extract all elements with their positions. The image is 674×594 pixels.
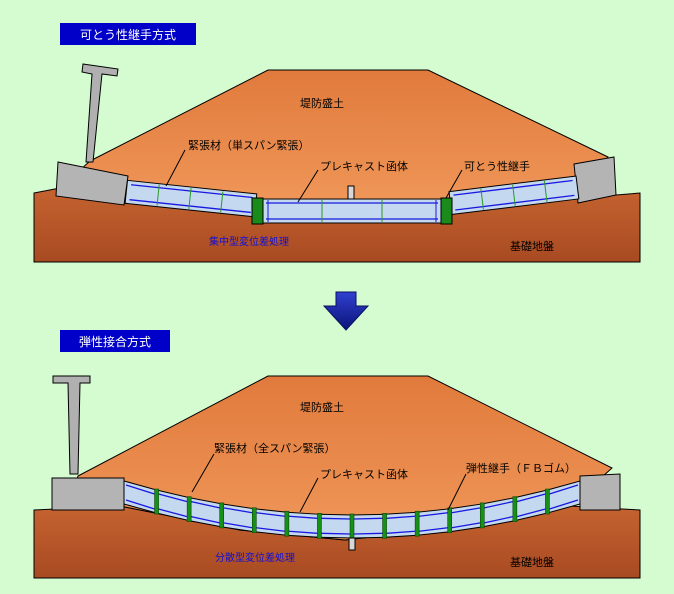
elastic-joint	[154, 488, 159, 515]
tendon-lower	[191, 516, 220, 524]
leader-joint-top	[445, 169, 463, 199]
joint-label-bottom: 弾性継手（ＦＢゴム）	[466, 461, 576, 475]
displacement-label-top: 集中型変位差処理	[209, 235, 289, 248]
flexible-joint-right-top	[440, 197, 453, 225]
abutment-left-top	[55, 161, 129, 206]
precast-box-left-top	[124, 179, 258, 218]
tendon-upper	[484, 501, 513, 509]
tendon-upper	[353, 517, 383, 520]
tendon-upper	[419, 512, 448, 517]
tendon-upper	[125, 484, 155, 495]
tendon-lower	[353, 532, 383, 535]
center-post-bottom	[348, 537, 356, 551]
gate-post-bottom	[52, 375, 91, 475]
tendon-upper	[223, 507, 253, 514]
method-badge-top	[60, 23, 196, 45]
tendon-label-top: 緊張材（単スパン緊張）	[188, 138, 310, 152]
elastic-joint	[512, 496, 518, 522]
tendon-lower	[484, 516, 513, 524]
elastic-joint	[479, 502, 485, 529]
tendon-upper	[321, 517, 351, 520]
method-badge-bottom	[60, 330, 170, 352]
precast-box-center-top	[261, 185, 443, 224]
precast-box-right-top	[448, 175, 580, 216]
tendon-lower	[321, 532, 351, 535]
tendon-upper	[158, 493, 188, 503]
abutment-right-top	[573, 156, 617, 204]
elastic-joint	[382, 513, 387, 539]
precast-label-bottom: プレキャスト函体	[320, 467, 408, 481]
ground-label-bottom: 基礎地盤	[510, 556, 554, 569]
tendon-upper	[549, 484, 579, 495]
joint-label-top: 可とう性継手	[464, 159, 530, 173]
tendon-lower	[256, 527, 285, 532]
tendon-lower	[386, 530, 416, 534]
tendon-lower	[125, 499, 155, 510]
tendon-lower	[223, 522, 253, 529]
tendon-lower	[158, 508, 188, 518]
method-badge-top-label: 可とう性継手方式	[80, 27, 176, 42]
tendon-label-bottom: 緊張材（全スパン緊張）	[214, 441, 336, 455]
tendon-upper	[288, 515, 318, 519]
tendon-upper	[191, 501, 220, 509]
elastic-joint	[219, 502, 225, 529]
elastic-joint	[284, 510, 290, 537]
abutment-left-bottom	[51, 477, 125, 511]
tendon-lower	[419, 527, 448, 532]
elastic-joint	[414, 510, 420, 537]
leader-precast-bottom	[299, 477, 319, 513]
leader-tendon-bottom	[191, 453, 215, 493]
elastic-joint	[545, 488, 550, 515]
transition-arrow	[322, 291, 370, 331]
panel-flexible-joint-method: 可とう性継手方式	[33, 23, 641, 263]
tendon-lower	[516, 508, 546, 518]
displacement-label-bottom: 分散型変位差処理	[215, 551, 295, 564]
tendon-upper	[256, 512, 285, 517]
tendon-upper	[516, 493, 546, 503]
elastic-joint	[349, 513, 355, 540]
leader-tendon-top	[165, 149, 186, 187]
tendon-lower	[288, 530, 318, 534]
tendon-upper	[386, 515, 416, 519]
gate-post-top	[81, 63, 119, 163]
embankment-label-bottom: 堤防盛土	[300, 400, 344, 414]
flexible-joint-left-top	[251, 197, 264, 225]
elastic-joint	[317, 513, 322, 539]
ground-label-top: 基礎地盤	[510, 240, 554, 253]
precast-segments-bottom	[123, 480, 581, 551]
tendon-lower	[549, 499, 579, 510]
precast-label-top: プレキャスト函体	[320, 159, 408, 173]
elastic-joint	[447, 507, 453, 534]
embankment-label-top: 堤防盛土	[300, 96, 344, 110]
panel-elastic-joint-method: 弾性接合方式 堤防盛土 緊張材（全スパン緊張） プレキャスト函体 弾性継手（ＦＢ…	[33, 330, 641, 579]
abutment-right-bottom	[579, 473, 621, 511]
elastic-joint	[251, 507, 257, 534]
tendon-upper	[451, 507, 481, 514]
leader-joint-bottom	[447, 473, 467, 511]
tendon-lower	[451, 522, 481, 529]
elastic-joint	[186, 496, 192, 522]
leader-precast-top	[297, 169, 319, 203]
method-badge-bottom-label: 弾性接合方式	[79, 334, 151, 349]
